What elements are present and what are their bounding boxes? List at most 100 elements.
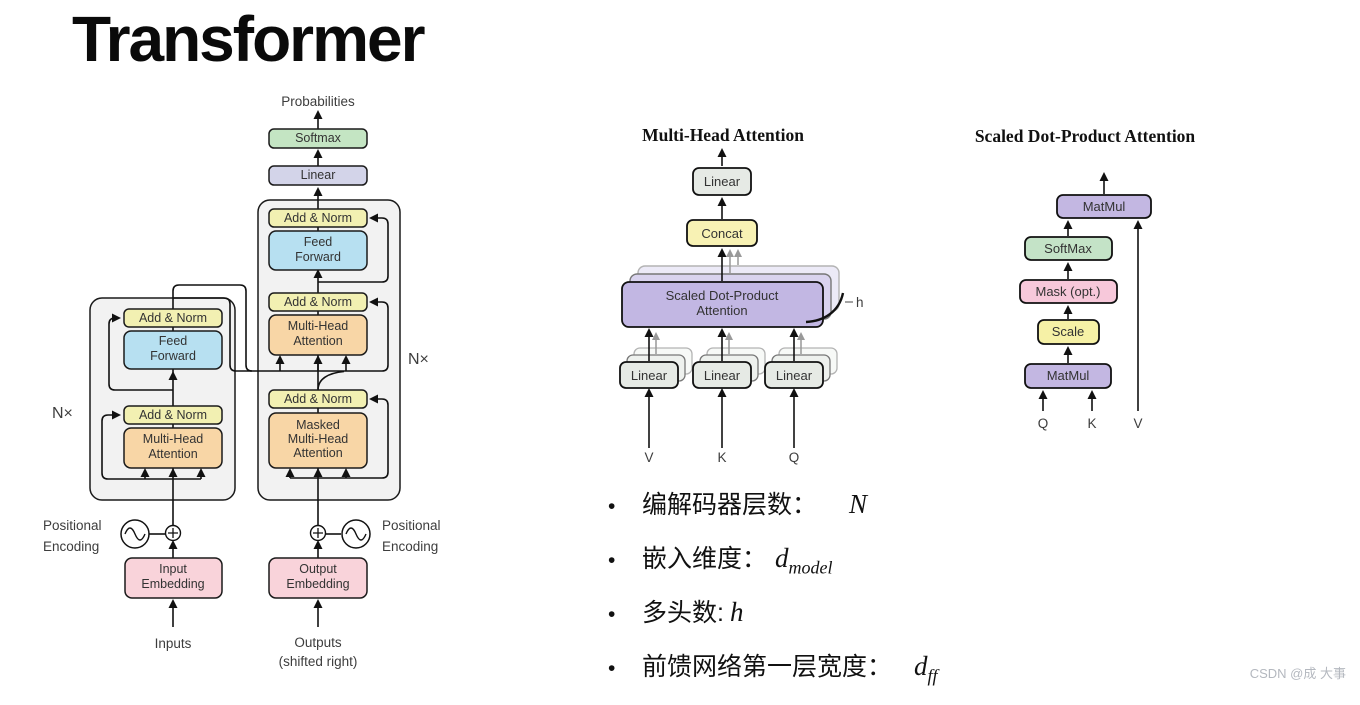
linear-output-box: Linear [692, 167, 752, 196]
svg-text:Forward: Forward [150, 349, 196, 363]
add-norm-box-encoder-top: Add & Norm [123, 308, 223, 328]
add-norm-box-decoder-top: Add & Norm [268, 208, 368, 228]
linear-box: Linear [268, 165, 368, 186]
svg-text:Embedding: Embedding [141, 577, 204, 591]
svg-text:Add & Norm: Add & Norm [284, 211, 352, 225]
note-label: 嵌入维度： [642, 545, 768, 573]
svg-text:Output: Output [299, 562, 337, 576]
svg-text:Linear: Linear [776, 368, 813, 383]
math-symbol: dmodel [775, 543, 833, 578]
q-input-label-sdpa: Q [1038, 416, 1049, 431]
svg-text:SoftMax: SoftMax [1044, 241, 1092, 256]
mha-arrows [644, 148, 805, 448]
n-times-label-decoder: N× [408, 351, 429, 368]
softmax-box: Softmax [268, 128, 368, 149]
svg-text:Concat: Concat [701, 226, 743, 241]
note-item-layers: • 编解码器层数： N [608, 489, 1078, 522]
scaled-dot-product-attention-box: Scaled Dot-Product Attention [621, 281, 824, 328]
svg-text:Multi-Head: Multi-Head [143, 432, 203, 446]
svg-text:Linear: Linear [631, 368, 668, 383]
v-input-label-sdpa: V [1133, 416, 1142, 431]
page-title: Transformer [72, 3, 425, 75]
k-input-label: K [717, 450, 726, 465]
bullet-dot: • [608, 657, 616, 680]
svg-text:Positional: Positional [382, 518, 441, 533]
note-label: 编解码器层数： [642, 491, 818, 519]
positional-encoding-label-left: Positional Encoding [43, 518, 102, 554]
svg-text:Linear: Linear [301, 168, 336, 182]
svg-text:Multi-Head: Multi-Head [288, 432, 348, 446]
encoder-container [89, 297, 236, 501]
matmul-top-box: MatMul [1056, 194, 1152, 219]
bullet-dot: • [608, 495, 616, 518]
svg-text:Attention: Attention [696, 303, 747, 318]
v-input-label: V [644, 450, 653, 465]
svg-text:Masked: Masked [296, 418, 340, 432]
sdpa-arrows [1038, 172, 1143, 411]
masked-multi-head-attention-box: Masked Multi-Head Attention [268, 412, 368, 469]
svg-text:Add & Norm: Add & Norm [284, 392, 352, 406]
svg-text:Mask (opt.): Mask (opt.) [1035, 284, 1100, 299]
output-embedding-box: Output Embedding [268, 557, 368, 599]
mha-diagram-title: Multi-Head Attention [642, 125, 804, 145]
bullet-dot: • [608, 603, 616, 626]
notes-list: • 编解码器层数： N • 嵌入维度： dmodel • 多头数: h • 前馈… [608, 489, 1078, 705]
watermark: CSDN @成 大事 [1249, 666, 1346, 681]
svg-text:Linear: Linear [704, 174, 741, 189]
svg-text:Input: Input [159, 562, 187, 576]
svg-text:Add & Norm: Add & Norm [139, 408, 207, 422]
add-norm-box-decoder-bottom: Add & Norm [268, 389, 368, 409]
svg-text:Encoding: Encoding [382, 539, 438, 554]
input-embedding-box: Input Embedding [124, 557, 223, 599]
h-count-annotation: h [805, 292, 864, 324]
note-item-ffn-width: • 前馈网络第一层宽度： dff [608, 651, 1078, 684]
note-label: 多头数: [642, 599, 724, 627]
svg-text:Softmax: Softmax [295, 131, 342, 145]
transformer-architecture-diagram: Softmax Linear Add & Norm Feed Forward A… [43, 94, 441, 669]
multi-head-attention-box-encoder: Multi-Head Attention [123, 427, 223, 469]
svg-text:Forward: Forward [295, 250, 341, 264]
outputs-label: Outputs [294, 635, 342, 650]
connector-arrows [101, 110, 389, 627]
positional-encoding-symbol-right [309, 519, 371, 549]
svg-text:Attention: Attention [293, 446, 342, 460]
outputs-shifted-label: (shifted right) [279, 654, 358, 669]
add-norm-box-encoder-bottom: Add & Norm [123, 405, 223, 425]
svg-text:h: h [856, 295, 864, 310]
svg-text:Multi-Head: Multi-Head [288, 319, 348, 333]
q-input-label: Q [789, 450, 800, 465]
sdpa-diagram-title: Scaled Dot-Product Attention [975, 126, 1196, 146]
note-item-embedding-dim: • 嵌入维度： dmodel [608, 543, 1078, 576]
math-symbol: dff [914, 651, 938, 686]
svg-text:Linear: Linear [704, 368, 741, 383]
svg-text:Positional: Positional [43, 518, 102, 533]
softmax-box-sdpa: SoftMax [1024, 236, 1113, 261]
math-symbol: h [729, 597, 744, 627]
note-label: 前馈网络第一层宽度： [642, 653, 893, 681]
feed-forward-box-decoder: Feed Forward [268, 230, 368, 271]
n-times-label-encoder: N× [52, 405, 73, 422]
positional-encoding-symbol-left [120, 519, 182, 549]
math-symbol: N [849, 489, 868, 519]
feed-forward-box-encoder: Feed Forward [123, 330, 223, 370]
svg-text:Feed: Feed [159, 334, 188, 348]
probabilities-label: Probabilities [281, 94, 355, 109]
matmul-bottom-box: MatMul [1024, 363, 1112, 389]
svg-text:Scaled Dot-Product: Scaled Dot-Product [666, 288, 779, 303]
positional-encoding-label-right: Positional Encoding [382, 518, 441, 554]
svg-text:Scale: Scale [1052, 324, 1085, 339]
svg-text:Encoding: Encoding [43, 539, 99, 554]
svg-text:MatMul: MatMul [1083, 199, 1126, 214]
inputs-label: Inputs [155, 636, 192, 651]
multi-head-attention-diagram: Multi-Head Attention Linear Concat [619, 125, 864, 465]
svg-text:Feed: Feed [304, 235, 333, 249]
mask-box: Mask (opt.) [1019, 279, 1118, 304]
linear-input-boxes: Linear Linear Linear [619, 361, 824, 389]
note-item-heads: • 多头数: h [608, 597, 1078, 630]
svg-text:Attention: Attention [148, 447, 197, 461]
svg-text:MatMul: MatMul [1047, 368, 1090, 383]
svg-text:Attention: Attention [293, 334, 342, 348]
concat-box: Concat [686, 219, 758, 247]
add-norm-box-decoder-mid: Add & Norm [268, 292, 368, 312]
k-input-label-sdpa: K [1087, 416, 1096, 431]
